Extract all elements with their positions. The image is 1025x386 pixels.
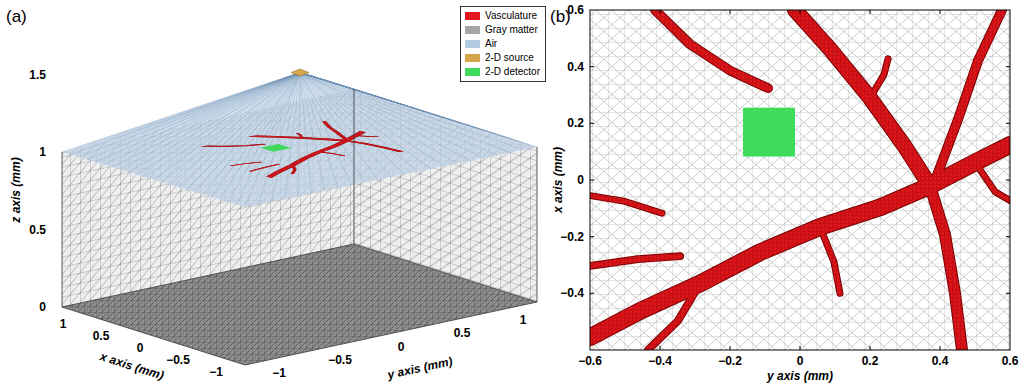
legend-entry: Vasculature: [465, 9, 540, 23]
air-mesh-line: [300, 73, 351, 186]
tick-label: −0.2: [560, 231, 584, 243]
axis-title: z axis (mm): [10, 157, 22, 222]
tick-label: 0: [797, 355, 804, 367]
tick-label: −0.2: [718, 355, 742, 367]
air-mesh-line: [79, 73, 300, 158]
tick-label: −1: [272, 367, 286, 379]
tick-label: 1.5: [29, 69, 46, 81]
air-mesh-line: [220, 73, 300, 200]
legend-text: Gray matter: [485, 25, 538, 35]
axis-title: x axis (mm): [552, 147, 564, 213]
tick-label: 0: [577, 174, 584, 186]
air-mesh-line: [120, 73, 300, 170]
air-mesh-line: [104, 73, 300, 165]
tick-label: −0.4: [648, 355, 672, 367]
tick-label: 0.4: [932, 355, 949, 367]
legend-swatch: [465, 12, 480, 20]
gray-matter-mesh: [590, 10, 1010, 350]
legend-text: Vasculature: [485, 11, 537, 21]
air-mesh-line: [300, 73, 497, 156]
air-mesh-line: [170, 73, 300, 185]
air-mesh-line: [145, 73, 300, 178]
legend-entry: Gray matter: [465, 23, 540, 37]
air-mesh-line: [300, 73, 391, 178]
axis-title: y axis (mm): [386, 355, 453, 381]
axis-title: y axis (mm): [767, 370, 833, 382]
air-mesh-line: [300, 73, 510, 153]
tick-label: 0.4: [567, 61, 584, 73]
tick-label: 0.2: [567, 117, 584, 129]
detector-patch: [743, 108, 795, 157]
tick-label: 0.5: [29, 224, 46, 236]
vasculature: [590, 10, 1010, 350]
air-mesh-line: [300, 73, 404, 175]
legend-text: Air: [485, 39, 497, 49]
tick-label: −0.5: [328, 354, 352, 366]
legend-text: 2-D detector: [485, 67, 540, 77]
legend-entry: Air: [465, 37, 540, 51]
axis-title: x axis (mm): [99, 350, 166, 381]
air-mesh-line: [300, 73, 338, 188]
tick-label: 1: [520, 314, 527, 326]
air-mesh-line: [298, 73, 300, 197]
tick-label: 0.6: [567, 4, 584, 16]
air-mesh-line: [300, 73, 311, 194]
tick-label: 1: [60, 318, 67, 330]
tick-label: 0.6: [1002, 355, 1019, 367]
air-mesh-line: [142, 73, 300, 135]
air-mesh-line: [300, 73, 457, 164]
tick-label: 1: [39, 146, 46, 158]
air-mesh-line: [178, 73, 300, 188]
tick-label: −0.5: [166, 354, 190, 366]
tick-label: −0.4: [560, 287, 584, 299]
air-mesh-line: [62, 73, 300, 153]
air-mesh-line: [87, 73, 300, 160]
legend-box: VasculatureGray matterAir 2-D source 2-D d…: [460, 6, 546, 82]
panel-label: (a): [6, 8, 27, 25]
box-edge: [62, 89, 537, 365]
air-mesh-line: [300, 73, 484, 158]
air-mesh-line: [300, 73, 364, 183]
legend-entry: 2-D source: [465, 51, 540, 65]
tick-label: 0.5: [454, 327, 471, 339]
air-mesh-line: [129, 73, 300, 173]
air-mesh-line: [300, 73, 537, 148]
vasculature-projection: [181, 121, 419, 178]
source-patch: [291, 69, 309, 76]
tick-label: 0: [39, 301, 46, 313]
legend-text: 2-D source: [485, 53, 534, 63]
legend-swatch: [465, 40, 480, 48]
tick-label: 0: [398, 341, 405, 353]
tick-label: −1: [209, 366, 223, 378]
air-mesh-line: [300, 73, 325, 191]
plot-frame: [590, 10, 1010, 350]
air-mesh-line: [154, 73, 301, 180]
air-mesh-line: [70, 73, 300, 155]
tick-label: 0: [137, 342, 144, 354]
air-mesh-line: [195, 73, 300, 193]
tick-label: −0.6: [578, 355, 602, 367]
tick-label: 0.2: [862, 355, 879, 367]
air-mesh-line: [187, 73, 300, 190]
vasculature: [181, 121, 419, 178]
air-mesh-line: [112, 73, 300, 168]
legend-swatch: [465, 26, 480, 34]
tick-label: 0.5: [93, 330, 110, 342]
legend-entry: 2-D detector: [465, 65, 540, 79]
legend-swatch: [465, 68, 480, 76]
air-mesh-line: [300, 73, 378, 180]
air-mesh-line: [95, 73, 300, 163]
tick-mark: [590, 10, 1010, 350]
air-mesh-line: [137, 73, 300, 175]
vasculature-top-view: [590, 10, 1010, 350]
air-mesh-line: [300, 73, 431, 169]
air-mesh-line: [300, 73, 444, 167]
air-region: [62, 73, 537, 208]
air-mesh-line: [212, 73, 300, 198]
air-mesh: [62, 73, 537, 208]
legend-swatch: [465, 54, 480, 62]
